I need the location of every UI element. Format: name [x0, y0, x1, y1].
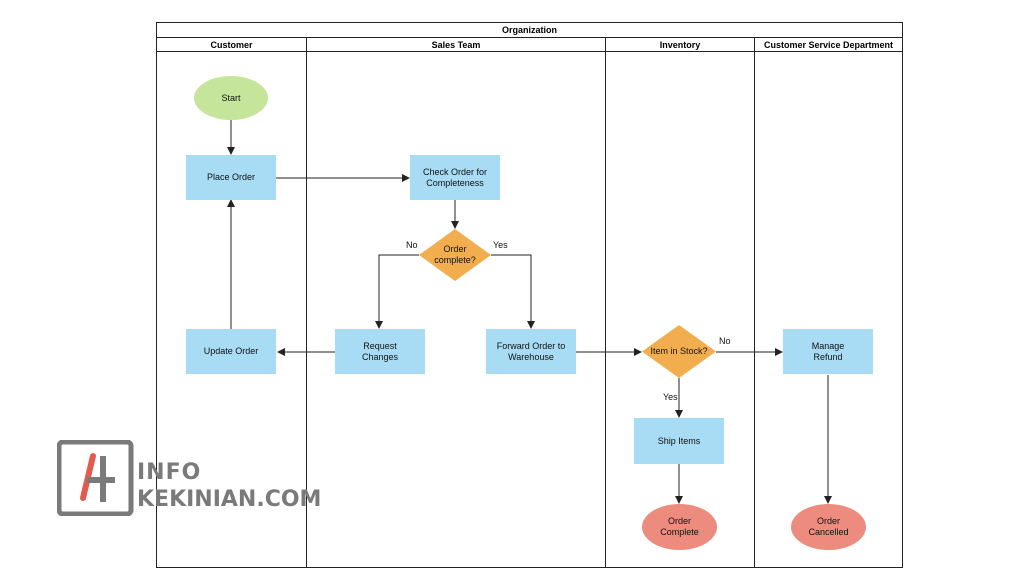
forward-order-box: Forward Order to Warehouse	[486, 329, 576, 374]
place-order-box: Place Order	[186, 155, 276, 200]
order-complete-end-node: Order Complete	[642, 504, 717, 550]
lane-header-customer-service: Customer Service Department	[755, 38, 902, 52]
watermark-logo-icon	[57, 440, 134, 516]
lane-customer-service: Customer Service Department	[755, 38, 902, 567]
item-in-stock-decision: Item in Stock?	[642, 325, 716, 378]
edge-label-order-complete-no: No	[406, 240, 418, 250]
edge-label-in-stock-yes: Yes	[663, 392, 678, 402]
lane-customer: Customer	[157, 38, 307, 567]
manage-refund-box: Manage Refund	[783, 329, 873, 374]
lane-header-customer: Customer	[157, 38, 306, 52]
request-changes-box: Request Changes	[335, 329, 425, 374]
order-complete-decision: Order complete?	[419, 229, 491, 281]
check-order-box: Check Order for Completeness	[410, 155, 500, 200]
order-cancelled-end-node: Order Cancelled	[791, 504, 866, 550]
ship-items-box: Ship Items	[634, 418, 724, 464]
edge-decision-no	[375, 254, 419, 329]
edge-decision-yes	[491, 254, 535, 329]
edge-label-order-complete-yes: Yes	[493, 240, 508, 250]
watermark-text-info: INFO	[137, 460, 202, 485]
item-in-stock-decision-label: Item in Stock?	[650, 346, 708, 356]
pool-title: Organization	[157, 23, 902, 38]
watermark-text-domain: KEKINIAN.COM	[137, 487, 322, 512]
lane-header-sales-team: Sales Team	[307, 38, 605, 52]
order-complete-decision-label: Order complete?	[434, 244, 476, 265]
start-node: Start	[194, 76, 268, 120]
edge-label-in-stock-no: No	[719, 336, 731, 346]
lane-inventory: Inventory	[606, 38, 755, 567]
lane-header-inventory: Inventory	[606, 38, 754, 52]
lane-sales-team: Sales Team	[307, 38, 606, 567]
watermark: INFO KEKINIAN.COM	[57, 440, 337, 520]
update-order-box: Update Order	[186, 329, 276, 374]
organization-pool: Organization Customer Sales Team Invento…	[156, 22, 903, 568]
